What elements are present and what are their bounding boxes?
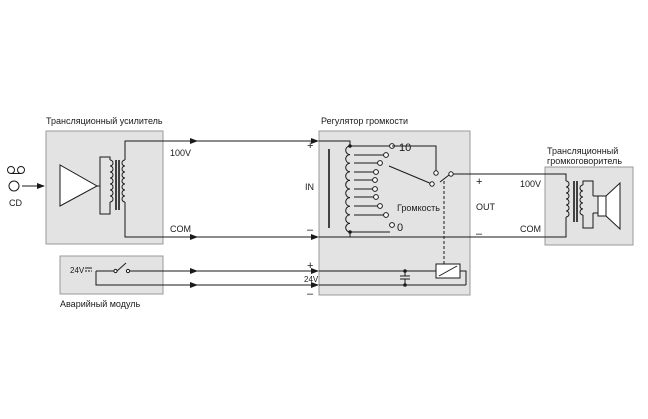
emergency-plus: + xyxy=(307,260,313,272)
autotransformer-winding xyxy=(345,145,351,233)
relay-coil-icon xyxy=(435,263,467,285)
speaker-transformer-icon xyxy=(545,173,594,238)
transformer-icon xyxy=(97,140,163,238)
out-minus: – xyxy=(476,228,483,240)
dc-icon xyxy=(85,267,92,272)
amplifier-title: Трансляционный усилитель xyxy=(46,116,163,126)
ctrl-plus-top: + xyxy=(307,140,313,152)
speaker-icon xyxy=(593,181,621,231)
controller-title: Регулятор громкости xyxy=(321,116,408,126)
spk-com-label: COM xyxy=(520,224,541,234)
out-label: OUT xyxy=(476,202,496,212)
ctrl-minus-top: – xyxy=(307,224,314,236)
volume-wiper xyxy=(388,165,433,185)
amp-100v-label: 100V xyxy=(170,148,191,158)
in-label: IN xyxy=(305,182,314,192)
tap-dots xyxy=(348,144,352,234)
volume-label: Громкость xyxy=(397,203,440,213)
amp-com-label: COM xyxy=(170,224,191,234)
cd-label: CD xyxy=(9,198,22,208)
volume-taps xyxy=(350,145,390,233)
speaker-title-line1: Трансляционный xyxy=(547,146,618,156)
emergency-24v: 24V xyxy=(304,275,319,284)
emergency-box xyxy=(59,255,164,295)
cd-icon xyxy=(7,166,25,192)
spk-100v-label: 100V xyxy=(520,179,541,189)
switch-icon xyxy=(392,145,545,183)
module-24v-label: 24V xyxy=(70,266,85,275)
capacitor-icon xyxy=(400,271,410,285)
emergency-minus: – xyxy=(307,288,314,300)
speaker-title-line2: громкоговоритель xyxy=(547,156,622,166)
amplifier-triangle-icon xyxy=(59,164,99,207)
emergency-switch-icon xyxy=(95,262,155,286)
emergency-title: Аварийный модуль xyxy=(60,299,141,309)
step-0-label: 0 xyxy=(397,222,403,234)
step-10-label: 10 xyxy=(399,142,411,154)
out-plus: + xyxy=(476,176,482,188)
